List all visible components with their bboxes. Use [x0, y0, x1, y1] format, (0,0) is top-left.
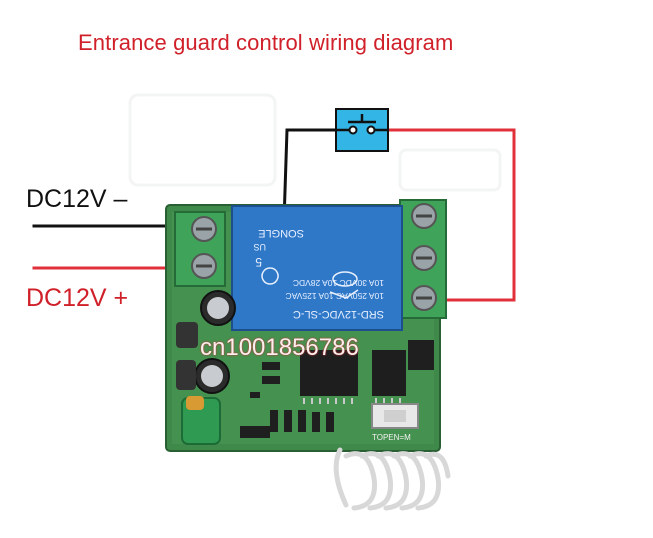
relay-mark-us: US — [253, 242, 266, 252]
relay-logo-icon — [261, 267, 359, 299]
inductors — [176, 322, 221, 445]
relay-rating-1: 10A 250VAC 10A 125VAC — [286, 291, 384, 301]
left-terminal-block — [174, 211, 226, 287]
background-ghost — [128, 93, 502, 192]
relay-rating-2: 10A 30VDC 10A 28VDC — [293, 278, 384, 288]
capacitors — [194, 290, 236, 394]
smd-components — [240, 340, 434, 438]
board-learn-button: TOPEN=M — [371, 403, 419, 442]
right-terminal-block — [399, 199, 447, 319]
diagram-title: Entrance guard control wiring diagram — [78, 30, 454, 55]
push-switch — [335, 108, 389, 152]
relay-model: SRD-12VDC-SL-C — [293, 308, 384, 320]
relay: SRD-12VDC-SL-C 10A 250VAC 10A 125VAC 10A… — [231, 205, 403, 331]
ic-chips — [300, 350, 406, 404]
switch-wire-red — [386, 128, 516, 302]
pcb-board: SRD-12VDC-SL-C 10A 250VAC 10A 125VAC 10A… — [165, 199, 447, 452]
board-button-label: TOPEN=M — [372, 433, 411, 442]
dc12v-positive-label: DC12V + — [26, 284, 129, 312]
relay-brand: SONGLE — [258, 227, 304, 239]
relay-mark-5: 5 — [255, 255, 262, 269]
watermark: cn1001856786 — [200, 334, 359, 361]
dc12v-negative-label: DC12V – — [26, 185, 128, 213]
antenna-coil — [333, 447, 451, 511]
